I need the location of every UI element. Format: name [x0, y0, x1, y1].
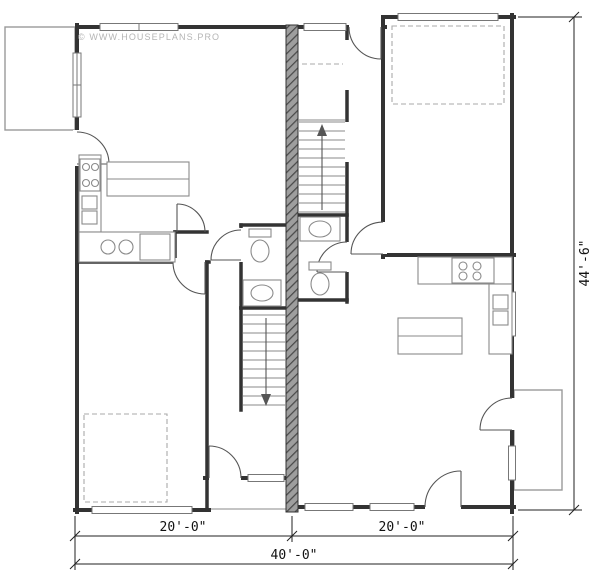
stair-arrow-icon [317, 124, 327, 136]
dimension-overall-width: 40'-0" [271, 548, 318, 563]
party-wall [285, 24, 299, 513]
door-right-porch [479, 397, 513, 431]
toilet-tank [308, 261, 332, 271]
door-swings [76, 26, 513, 508]
sink-symbol [492, 294, 509, 310]
door-right-garage [350, 221, 384, 255]
wall-openings [73, 23, 516, 511]
right-porch-outline [513, 389, 563, 491]
dimension-right-unit-width: 20'-0" [379, 520, 426, 535]
door-right-entry [424, 470, 462, 508]
lavatory-sink [308, 220, 332, 238]
toilet-bowl [310, 272, 330, 296]
dimension-overall-depth: 44'-6" [578, 240, 593, 287]
bath-right [299, 216, 341, 296]
door-left-garage [172, 261, 206, 295]
window-bottom-right-1 [304, 503, 354, 511]
garage-door-left [91, 506, 193, 514]
watermark-text: © WWW.HOUSEPLANS.PRO [78, 32, 220, 42]
door-left-pantry [176, 203, 206, 233]
stair-arrow-icon [261, 394, 271, 406]
cooktop-burner [100, 239, 116, 255]
left-porch-outline [4, 26, 76, 131]
stairs-left [243, 314, 286, 406]
door-left-entry [208, 445, 242, 479]
dimension-lines: 20'-0" 20'-0" 40'-0" 44'-6" [69, 11, 593, 570]
dimension-left-unit-width: 20'-0" [160, 520, 207, 535]
window-right-porch [508, 445, 516, 481]
kitchen-right [397, 256, 513, 355]
door-right-rear [348, 26, 382, 60]
cooktop-burner [118, 239, 134, 255]
range-symbol [451, 257, 495, 284]
toilet-tank [248, 228, 272, 238]
door-left-bath [210, 229, 242, 261]
right-garage-storage-dashed [391, 25, 505, 105]
windows [72, 13, 516, 514]
kitchen-left [78, 154, 190, 263]
fridge-symbol [139, 233, 171, 261]
window-left-entry [247, 474, 285, 482]
window-top-middle [303, 23, 347, 31]
sink-symbol [81, 210, 98, 225]
range-symbol [79, 158, 101, 192]
sink-symbol [492, 310, 509, 326]
toilet-bowl [250, 239, 270, 263]
garage-door-right [397, 13, 499, 21]
sink-symbol [81, 195, 98, 210]
interior-walls [75, 25, 349, 512]
stairs-right [298, 119, 345, 213]
window-bottom-right-2 [369, 503, 415, 511]
left-garage-storage-dashed [83, 413, 168, 503]
bath-left [242, 228, 282, 307]
lavatory-sink [250, 284, 274, 302]
